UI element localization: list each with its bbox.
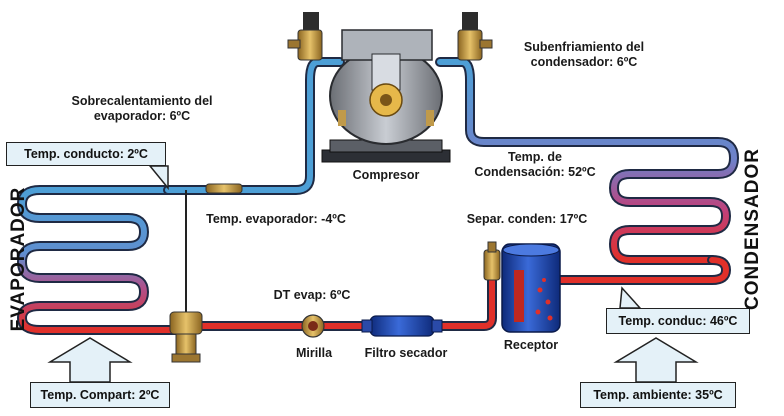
superheat-value: evaporador: 6ºC	[93, 109, 191, 123]
discharge-service-valve	[457, 12, 493, 61]
pipe-temp-callout: Temp. conducto: 2ºC	[6, 142, 166, 166]
evaporator-temp-label: Temp. evaporador: -4ºC	[206, 212, 346, 226]
subcool-title: Subenfriamiento del	[523, 40, 645, 54]
subcool-value: condensador: 6ºC	[530, 55, 638, 69]
filter-drier	[361, 315, 443, 337]
evaporator-title: EVAPORADOR	[8, 186, 29, 332]
receiver-label: Receptor	[503, 338, 559, 352]
expansion-valve	[169, 311, 203, 363]
filter-drier-label: Filtro secador	[364, 346, 448, 360]
subcool-label: Subenfriamiento del condensador: 6ºC	[514, 40, 654, 70]
superheat-label: Sobrecalentamiento del evaporador: 6ºC	[52, 94, 232, 124]
sensing-bulb	[205, 183, 243, 194]
condensing-temp-title: Temp. de	[508, 150, 562, 164]
dt-evap-label: DT evap: 6ºC	[273, 288, 351, 302]
receiver-valve	[483, 241, 501, 281]
suction-service-valve	[287, 12, 323, 61]
discharge-line	[435, 57, 739, 265]
ambient-air-arrow	[613, 337, 699, 383]
condenser-title: CONDENSADOR	[742, 148, 763, 310]
evaporator-coil	[17, 185, 181, 335]
superheat-title: Sobrecalentamiento del	[71, 94, 213, 108]
receiver-tank	[501, 243, 561, 333]
compressor	[321, 29, 451, 163]
liquid-line	[195, 255, 731, 331]
suction-line	[163, 57, 345, 195]
callout-pointers	[148, 165, 642, 309]
capillary-tube	[185, 183, 243, 316]
condenser-pipe-temp-callout: Temp. conduc: 46ºC	[606, 308, 750, 334]
ambient-temp-callout: Temp. ambiente: 35ºC	[580, 382, 736, 408]
sight-glass	[301, 314, 325, 338]
condensing-temp-label: Temp. de Condensación: 52ºC	[470, 150, 600, 180]
sight-glass-label: Mirilla	[295, 346, 333, 360]
compartment-air-arrow	[47, 337, 133, 383]
compressor-label: Compresor	[352, 168, 420, 182]
compartment-temp-callout: Temp. Compart: 2ºC	[30, 382, 170, 408]
separation-cond-label: Separ. conden: 17ºC	[466, 212, 588, 226]
condensing-temp-value: Condensación: 52ºC	[474, 165, 596, 179]
